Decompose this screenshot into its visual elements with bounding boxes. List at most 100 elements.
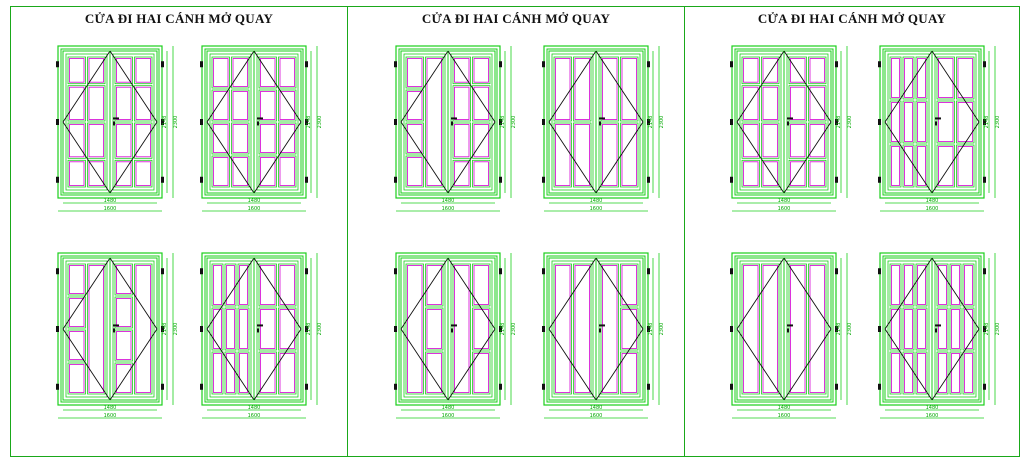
dimension-text: 1480 [248,198,261,204]
opening-line [884,257,933,401]
door-leaf [931,50,980,194]
glass-pane [790,86,806,120]
glass-pane [951,353,960,393]
glass-pane [88,124,104,158]
glass-pane-frame [573,56,592,122]
hinge-icon [730,268,733,275]
glass-pane [891,353,900,393]
glass-pane-frame [889,100,902,144]
glass-pane-frame [956,56,975,100]
glass-pane-frame [573,263,592,395]
hinge-icon [647,326,650,332]
hinge-icon [542,268,545,275]
dimension-text: 2300 [317,323,323,336]
opening-line [109,257,158,401]
glass-pane-frame [808,85,827,122]
glass-pane-frame [67,329,86,362]
dimension-text: 2300 [173,323,179,336]
door-leaf [783,50,832,194]
glass-pane [473,124,489,158]
glass-pane-frame [620,263,639,307]
glass-pane [574,124,590,186]
glass-pane-frame [553,263,572,395]
glass-pane-frame [472,351,491,395]
glass-pane [904,58,913,98]
opening-line [783,50,832,194]
dimension-text: 1480 [442,198,455,204]
hinge-icon [56,268,59,275]
opening-line [253,50,302,194]
glass-pane [891,146,900,186]
opening-line [783,257,832,401]
hinge-icon [542,176,545,183]
glass-pane [135,265,151,393]
opening-line [400,257,449,401]
glass-pane [621,124,637,186]
glass-pane [790,265,806,393]
dimension-text: 2148 [162,323,168,336]
glass-pane-frame [956,100,975,144]
glass-pane [135,124,151,158]
hinge-icon [542,61,545,68]
glass-pane-frame [231,89,250,122]
dimension-text: 1480 [926,198,939,204]
glass-pane-frame [114,56,133,85]
handle-icon [935,328,937,333]
dimension-text: 1480 [926,405,939,411]
dimension-text: 1600 [248,206,261,212]
glass-pane [743,161,759,186]
glass-pane-frame [761,159,780,188]
glass-pane-frame [788,159,807,188]
glass-pane-frame [889,351,902,395]
glass-pane-frame [231,155,250,188]
glass-pane [213,91,229,120]
glass-pane [232,124,248,153]
opening-line [595,257,644,401]
door-leaf-inner [786,53,829,191]
glass-pane [260,91,276,120]
handle-icon [257,121,259,126]
handle-icon [113,324,119,327]
glass-pane-frame [472,263,491,307]
dimension-text: 1600 [104,206,117,212]
glass-pane [88,161,104,186]
door-leaf-inner [403,53,446,191]
hinge-icon [56,383,59,390]
glass-pane-frame [741,85,760,122]
door-frame-inner [60,255,160,403]
glass-pane-frame [472,56,491,85]
glass-pane [473,265,489,305]
glass-pane [555,265,571,393]
door-leaf-inner [551,53,594,191]
hinge-icon [730,383,733,390]
door-leaf-inner [887,260,930,398]
glass-pane-frame [962,307,975,351]
glass-pane [904,102,913,142]
glass-pane [260,309,276,349]
hinge-icon [200,61,203,68]
glass-pane-frame [258,122,277,155]
door-leaf-inner [256,53,299,191]
glass-pane [407,157,423,186]
glass-pane-frame [87,159,106,188]
door-leaf [400,257,449,401]
glass-pane [917,353,926,393]
glass-pane [891,265,900,305]
glass-pane-frame [761,122,780,159]
glass-pane-frame [788,263,807,395]
glass-pane-frame [231,122,250,155]
hinge-icon [56,326,59,332]
glass-pane-frame [114,362,133,395]
glass-pane [226,265,235,305]
glass-pane-frame [258,307,277,351]
dimension-text: 2300 [995,116,1001,129]
dimension-text: 2148 [306,323,312,336]
glass-pane [279,157,295,186]
glass-pane-frame [788,56,807,85]
glass-pane-frame [278,263,297,307]
glass-pane [116,298,132,327]
glass-pane-frame [962,263,975,307]
glass-pane [790,161,806,186]
glass-pane [407,58,423,87]
